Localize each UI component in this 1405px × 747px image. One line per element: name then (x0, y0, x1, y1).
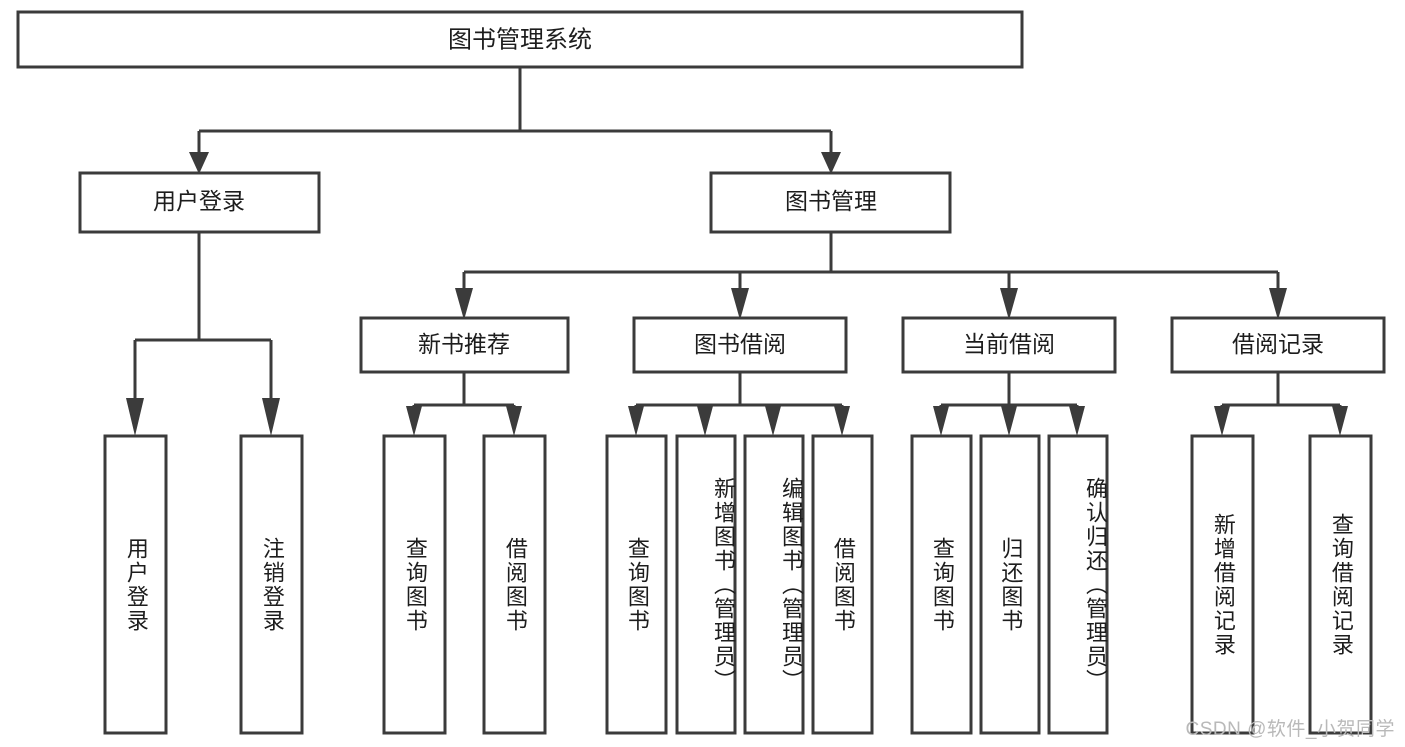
watermark: CSDN @软件_小贺同学 (1185, 719, 1395, 740)
arrowhead-leaf-logout (262, 398, 280, 436)
arrowhead-leaf-confirm-return (1069, 406, 1085, 436)
node-root-box[interactable] (16, 10, 1024, 69)
arrowhead-leaf-query-book-3 (933, 406, 949, 436)
arrowhead-leaf-query-record (1332, 406, 1348, 436)
arrowhead-leaf-return-book (1001, 406, 1017, 436)
arrowhead-leaf-add-book (697, 406, 713, 436)
arrowhead-current-borrow (1000, 288, 1018, 320)
node-leaf-query-book-1-box[interactable] (382, 434, 447, 735)
node-leaf-user-login-box[interactable] (103, 434, 168, 735)
arrowhead-borrow-record (1269, 288, 1287, 320)
node-leaf-query-book-2-box[interactable] (605, 434, 668, 735)
connectors (126, 67, 1348, 436)
node-new-book-recommend-box[interactable] (359, 316, 570, 374)
arrowhead-leaf-edit-book (765, 406, 781, 436)
node-borrow-record-label: 借阅记录 (1232, 331, 1324, 357)
node-leaf-add-book-box[interactable] (675, 434, 737, 735)
node-borrow-record[interactable]: 借阅记录 (1170, 316, 1386, 374)
arrowhead-user-login (189, 152, 209, 174)
node-leaf-borrow-book-1-box[interactable] (482, 434, 547, 735)
arrowhead-leaf-add-record (1214, 406, 1230, 436)
arrowhead-leaf-borrow-book-1 (506, 406, 522, 436)
node-current-borrow-box[interactable] (901, 316, 1117, 374)
node-root-label: 图书管理系统 (448, 26, 592, 53)
node-user-login-label: 用户登录 (153, 188, 245, 214)
node-new-book-recommend-label: 新书推荐 (418, 331, 510, 357)
node-user-login-box[interactable] (78, 171, 321, 234)
arrowhead-leaf-query-book-1 (406, 406, 422, 436)
arrowhead-leaf-user-login (126, 398, 144, 436)
node-leaf-return-book-box[interactable] (979, 434, 1041, 735)
node-book-manage-label: 图书管理 (785, 188, 877, 214)
node-leaf-query-book-3-box[interactable] (910, 434, 973, 735)
node-borrow-record-box[interactable] (1170, 316, 1386, 374)
arrowhead-leaf-borrow-book-2 (834, 406, 850, 436)
node-root[interactable]: 图书管理系统 (16, 10, 1024, 69)
node-leaf-logout-box[interactable] (239, 434, 304, 735)
node-leaf-borrow-book-2-box[interactable] (811, 434, 874, 735)
node-leaf-edit-book-box[interactable] (743, 434, 805, 735)
node-leaf-add-record-box[interactable] (1190, 434, 1255, 735)
node-leaf-query-record-box[interactable] (1308, 434, 1373, 735)
node-user-login[interactable]: 用户登录 (78, 171, 321, 234)
node-current-borrow-label: 当前借阅 (963, 331, 1055, 357)
node-book-manage-box[interactable] (709, 171, 952, 234)
arrowhead-leaf-query-book-2 (628, 406, 644, 436)
node-leaf-confirm-return-box[interactable] (1047, 434, 1109, 735)
node-new-book-recommend[interactable]: 新书推荐 (359, 316, 570, 374)
node-book-borrow-label: 图书借阅 (694, 331, 786, 357)
node-book-borrow-box[interactable] (632, 316, 848, 374)
arrowhead-new-book-recommend (455, 288, 473, 320)
arrowhead-book-manage (821, 152, 841, 174)
node-book-manage[interactable]: 图书管理 (709, 171, 952, 234)
arrowhead-book-borrow (731, 288, 749, 320)
node-current-borrow[interactable]: 当前借阅 (901, 316, 1117, 374)
node-book-borrow[interactable]: 图书借阅 (632, 316, 848, 374)
